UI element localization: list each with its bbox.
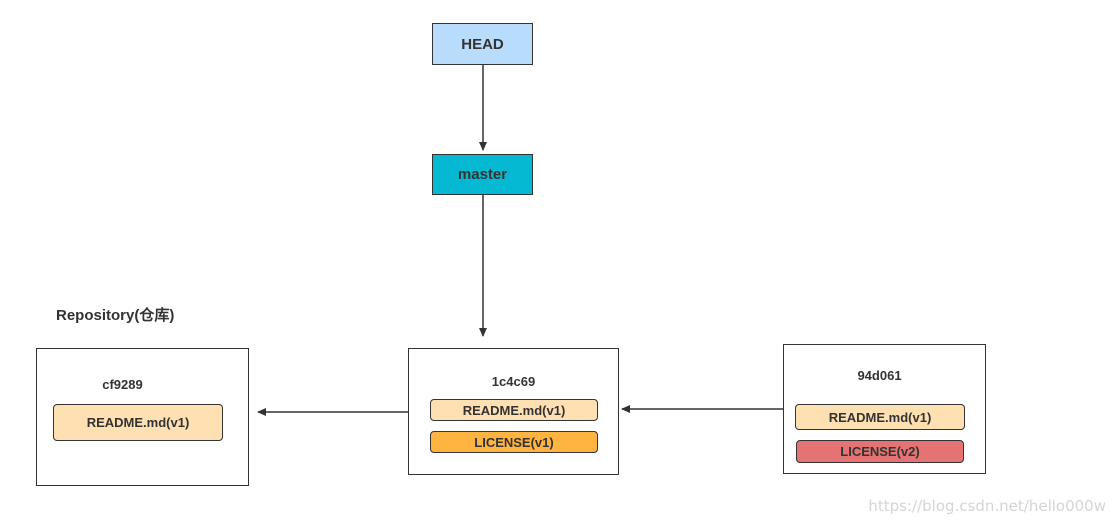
master-ref-label: master <box>457 166 508 183</box>
master-ref-box: master <box>432 154 533 195</box>
file-label: LICENSE(v2) <box>840 444 920 459</box>
commit-id: cf9289 <box>102 377 143 392</box>
file-label: README.md(v1) <box>828 409 932 425</box>
file-label: README.md(v1) <box>86 415 190 430</box>
file-label: LICENSE(v1) <box>474 434 554 450</box>
file-label: README.md(v1) <box>462 402 566 418</box>
head-ref-box: HEAD <box>432 23 533 65</box>
watermark-text: https://blog.csdn.net/hello000w <box>868 497 1106 515</box>
file-license: LICENSE(v2) <box>796 440 964 463</box>
file-license: LICENSE(v1) <box>430 431 598 453</box>
file-readme: README.md(v1) <box>53 404 223 441</box>
file-readme: README.md(v1) <box>795 404 965 430</box>
commit-box-cf9289: cf9289 README.md(v1) <box>36 348 249 486</box>
repository-label: Repository(仓库) <box>56 307 175 324</box>
commit-id: 1c4c69 <box>491 374 536 389</box>
commit-box-1c4c69: 1c4c69 README.md(v1) LICENSE(v1) <box>408 348 619 475</box>
commit-box-94d061: 94d061 README.md(v1) LICENSE(v2) <box>783 344 986 474</box>
commit-id: 94d061 <box>857 368 902 383</box>
head-ref-label: HEAD <box>461 35 504 53</box>
file-readme: README.md(v1) <box>430 399 598 421</box>
